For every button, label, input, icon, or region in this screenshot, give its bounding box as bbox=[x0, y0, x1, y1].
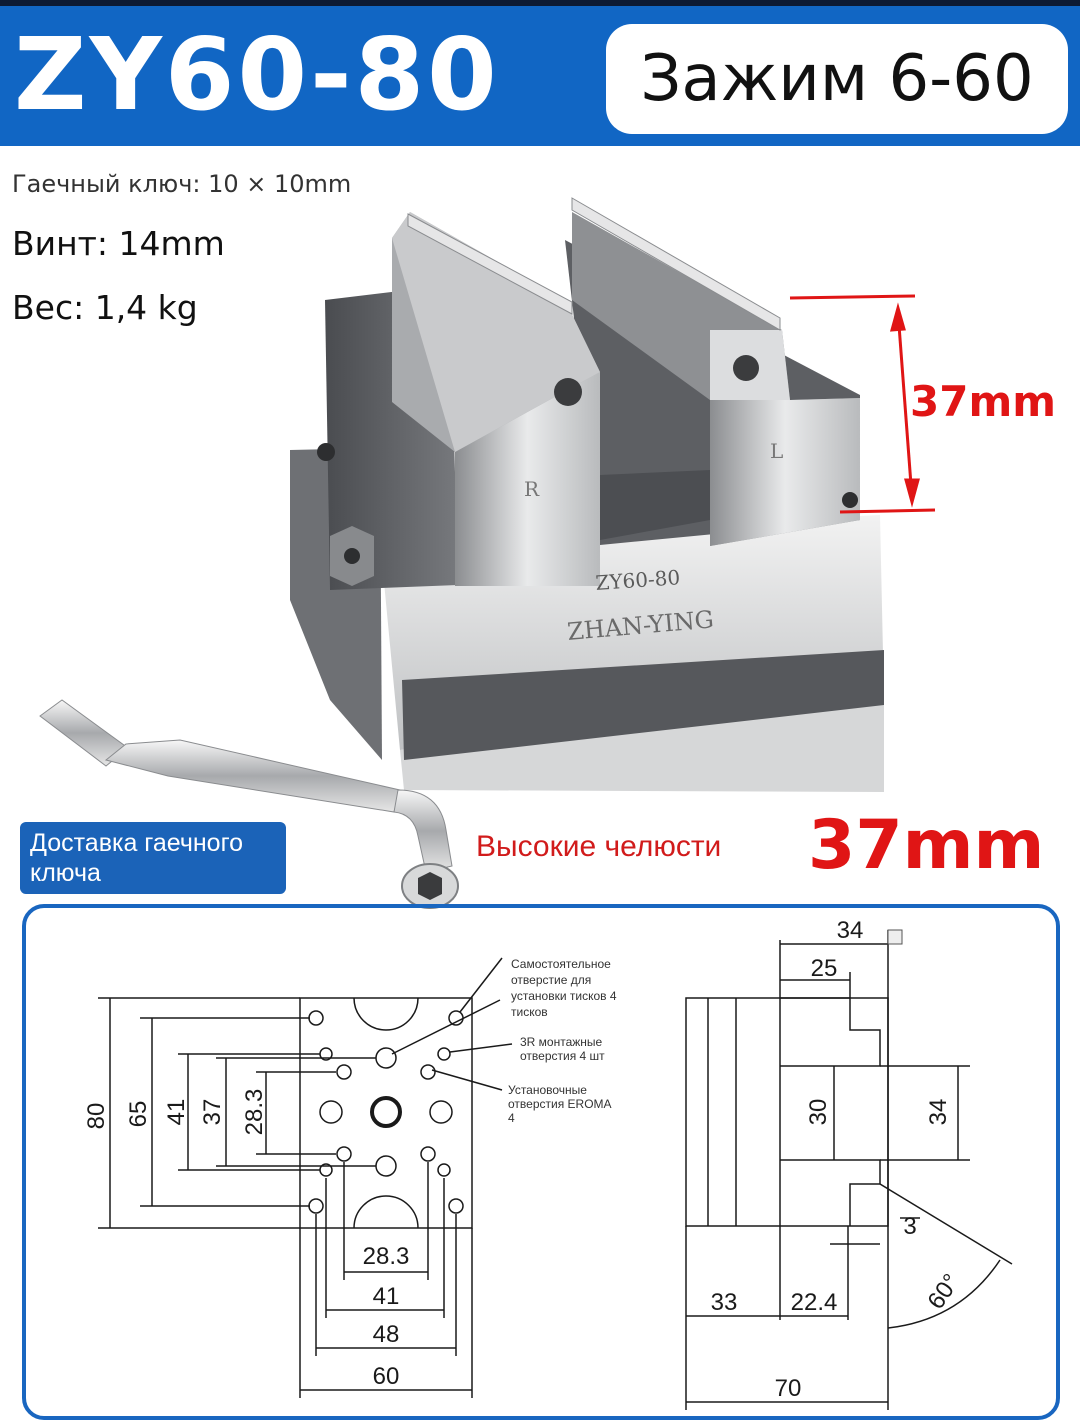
technical-drawing-frame bbox=[22, 904, 1060, 1420]
banner-top-strip bbox=[0, 0, 1080, 6]
spec-screw: Винт: 14mm bbox=[12, 224, 225, 263]
delivery-tag-label: Доставка гаечного ключа bbox=[30, 829, 244, 887]
clamp-range-badge: Зажим 6-60 bbox=[606, 24, 1068, 134]
model-code: ZY60-80 bbox=[14, 16, 500, 133]
spec-wrench: Гаечный ключ: 10 × 10mm bbox=[12, 170, 352, 198]
jaw-height-dimension bbox=[789, 294, 936, 514]
header-banner: ZY60-80 Зажим 6-60 bbox=[0, 0, 1080, 146]
jaw-height-label: 37mm bbox=[910, 377, 1056, 426]
clamp-range-label: Зажим 6-60 bbox=[640, 42, 1034, 116]
tall-jaws-label: Высокие челюсти bbox=[476, 830, 722, 863]
spec-weight: Вес: 1,4 kg bbox=[12, 288, 198, 327]
delivery-tag: Доставка гаечного ключа bbox=[20, 822, 286, 894]
wrench-illustration bbox=[39, 699, 459, 909]
engraving-model: ZY60-80 bbox=[595, 565, 681, 595]
vise-illustration bbox=[290, 197, 884, 792]
product-photo: ZY60-80 ZHAN-YING R L 37mm bbox=[39, 197, 1056, 909]
jaw-mark-r: R bbox=[524, 477, 540, 501]
tall-jaws-size: 37mm bbox=[808, 806, 1045, 885]
jaw-mark-l: L bbox=[770, 439, 783, 463]
